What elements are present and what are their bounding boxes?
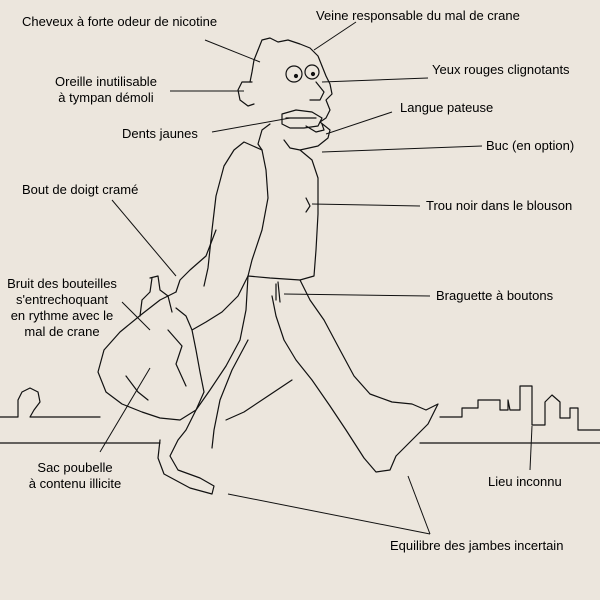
- eye-right: [304, 64, 320, 80]
- label-sac-line1: Sac poubelle: [37, 460, 113, 475]
- leader-sac: [99, 367, 151, 453]
- hair: [257, 37, 323, 67]
- face: [283, 65, 333, 151]
- leader-langue: [325, 111, 393, 135]
- label-langue: Langue pateuse: [400, 100, 494, 115]
- label-bruit: Bruit des bouteilles s'entrechoquant en …: [0, 276, 124, 340]
- eye-left: [285, 65, 303, 83]
- label-bruit-line1: Bruit des bouteilles: [7, 276, 117, 291]
- label-yeux: Yeux rouges clignotants: [432, 62, 570, 77]
- leader-trou: [311, 203, 421, 207]
- label-veine: Veine responsable du mal de crane: [316, 8, 520, 23]
- leader-lieu: [529, 425, 533, 471]
- label-sac-line2: à contenu illicite: [28, 476, 122, 491]
- skyline-right: [439, 385, 600, 431]
- label-oreille: Oreille inutilisable à tympan démoli: [40, 74, 172, 106]
- label-lieu: Lieu inconnu: [488, 474, 562, 489]
- label-dents: Dents jaunes: [122, 126, 198, 141]
- leader-yeux: [321, 77, 429, 83]
- jacket-hole: [305, 197, 311, 213]
- label-oreille-line1: Oreille inutilisable: [55, 74, 157, 89]
- leader-bruit: [121, 301, 151, 331]
- leader-doigt: [111, 199, 177, 277]
- leader-dents: [211, 117, 291, 133]
- tongue: [305, 123, 325, 133]
- head-back: [249, 49, 259, 83]
- skyline-left: [0, 387, 101, 418]
- leader-braguette: [283, 293, 431, 297]
- nose: [309, 81, 325, 101]
- label-doigt: Bout de doigt cramé: [22, 182, 139, 197]
- label-oreille-line2: à tympan démoli: [58, 90, 154, 105]
- label-braguette: Braguette à boutons: [436, 288, 554, 303]
- jacket: [203, 141, 263, 287]
- leader-equilibre-2: [407, 475, 431, 535]
- trousers: [157, 275, 249, 495]
- label-sac: Sac poubelle à contenu illicite: [10, 460, 140, 492]
- label-buc: Buc (en option): [486, 138, 575, 153]
- label-trou: Trou noir dans le blouson: [426, 198, 573, 213]
- fly-buttons: [275, 281, 281, 303]
- leader-veine: [313, 21, 357, 51]
- label-bruit-line2: s'entrechoquant: [15, 292, 109, 307]
- leader-cheveux: [204, 39, 261, 63]
- label-bruit-line4: mal de crane: [24, 324, 100, 339]
- label-bruit-line3: en rythme avec le: [10, 308, 114, 323]
- arm: [175, 229, 217, 293]
- label-cheveux: Cheveux à forte odeur de nicotine: [22, 14, 218, 29]
- leader-equilibre-1: [227, 493, 431, 535]
- bottles: [139, 275, 173, 317]
- leader-buc: [321, 145, 483, 153]
- mouth: [281, 109, 323, 129]
- trash-bag: [97, 291, 205, 421]
- label-equilibre: Equilibre des jambes incertain: [390, 538, 564, 553]
- ear: [237, 81, 255, 107]
- neck: [257, 123, 271, 151]
